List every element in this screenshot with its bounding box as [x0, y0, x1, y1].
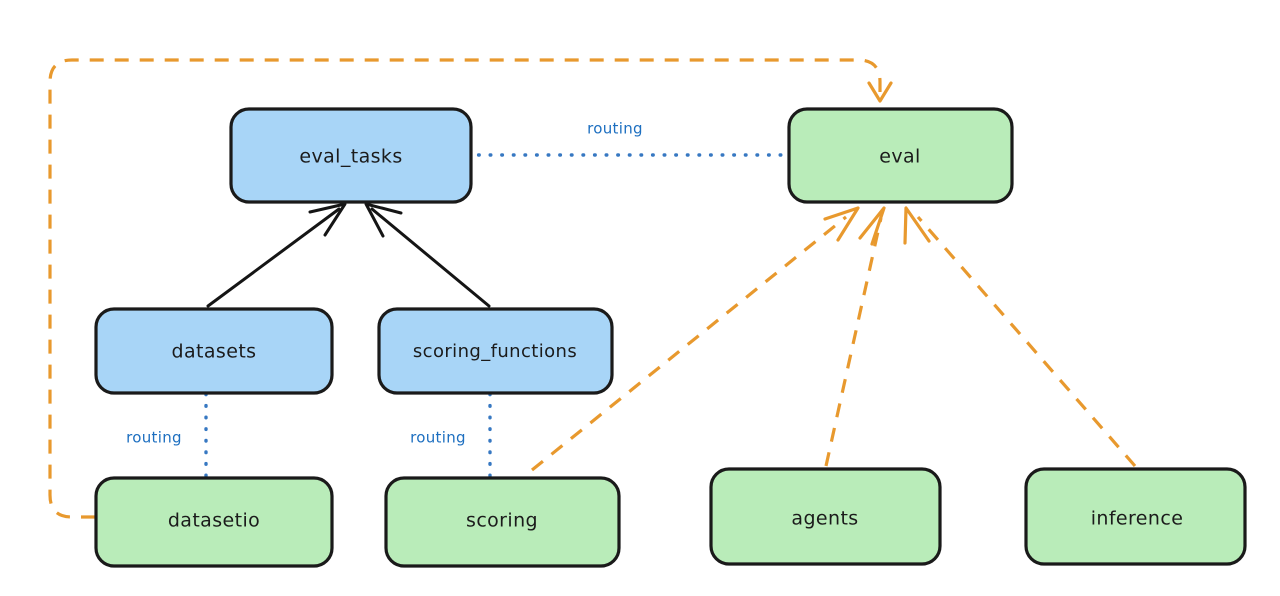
node-scoring-functions[interactable]: scoring_functions	[377, 307, 614, 395]
node-label-agents: agents	[791, 508, 858, 530]
node-datasets[interactable]: datasets	[94, 307, 334, 395]
edge-label-routing-eval-tasks: routing	[587, 120, 643, 138]
node-label-datasets: datasets	[172, 341, 257, 363]
node-label-scoring: scoring	[466, 510, 538, 532]
node-label-eval: eval	[879, 146, 920, 168]
edge-datasets-to-datasetio: routing	[126, 392, 208, 478]
node-label-eval-tasks: eval_tasks	[299, 146, 402, 168]
node-eval[interactable]: eval	[787, 107, 1014, 204]
node-label-scoring-functions: scoring_functions	[413, 341, 577, 362]
edge-datasets-to-eval-tasks	[206, 202, 347, 308]
node-label-inference: inference	[1091, 508, 1184, 530]
node-inference[interactable]: inference	[1024, 467, 1247, 566]
edge-eval-tasks-to-eval: routing	[465, 120, 791, 157]
node-agents[interactable]: agents	[709, 467, 942, 566]
node-scoring[interactable]: scoring	[384, 476, 621, 568]
node-eval-tasks[interactable]: eval_tasks	[229, 107, 473, 204]
node-label-datasetio: datasetio	[168, 510, 260, 532]
edge-label-routing-scoring-functions: routing	[410, 429, 466, 447]
node-datasetio[interactable]: datasetio	[94, 476, 334, 568]
edge-label-routing-datasets: routing	[126, 429, 182, 447]
edge-scoring-functions-to-scoring: routing	[410, 392, 492, 478]
edge-scoring-functions-to-eval-tasks	[364, 202, 491, 308]
edge-scoring-to-eval	[530, 206, 860, 472]
edge-inference-to-eval	[903, 206, 1137, 468]
edge-datasetio-to-eval	[48, 58, 893, 519]
edge-agents-to-eval	[824, 206, 886, 467]
